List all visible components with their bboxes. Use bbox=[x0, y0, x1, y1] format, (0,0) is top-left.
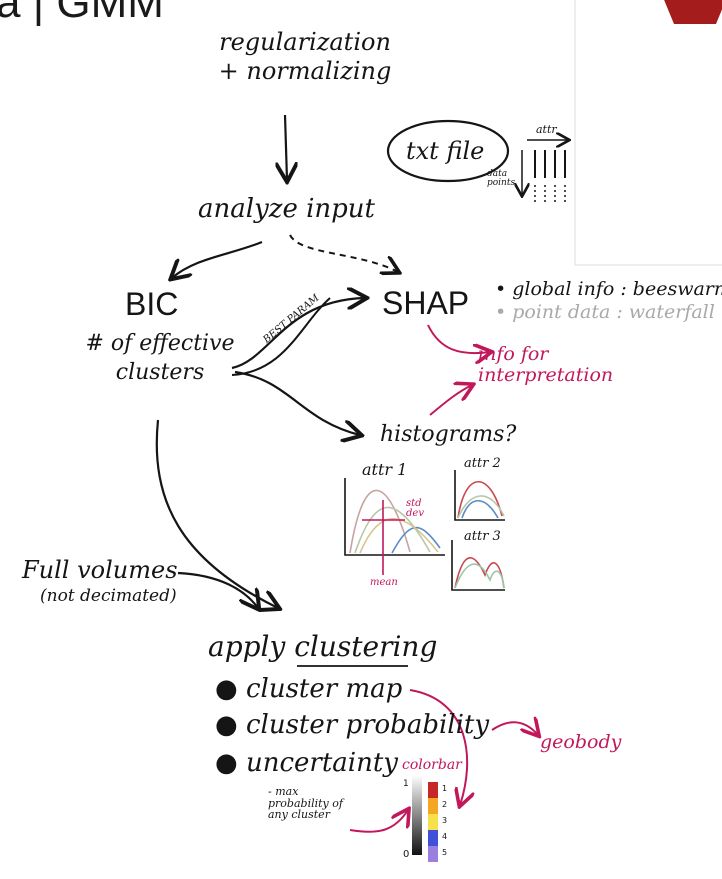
shap-point-info: • point data : waterfall bbox=[495, 301, 715, 323]
colorbar-tick-4: 4 bbox=[442, 832, 448, 841]
arrow-analyze-shap bbox=[289, 234, 398, 272]
colorbar-one-tick: 1 bbox=[403, 779, 409, 789]
txt-file-bubble bbox=[386, 119, 510, 183]
shap-label: SHAP bbox=[382, 285, 470, 321]
analyze-step: analyze input bbox=[198, 194, 375, 224]
attr1-label: attr 1 bbox=[362, 460, 408, 479]
attr3-label: attr 3 bbox=[464, 529, 501, 544]
colorbar-tick-5: 5 bbox=[442, 848, 448, 857]
colorbar-tick-2: 2 bbox=[442, 800, 448, 809]
colorbar-gray bbox=[412, 775, 422, 855]
output-cluster-map: ● cluster map bbox=[215, 674, 403, 704]
full-volumes-note: (not decimated) bbox=[40, 586, 177, 606]
std-dev-label: std dev bbox=[406, 498, 424, 519]
bic-description: # of effective clusters bbox=[85, 331, 235, 385]
input-attr-label: attr bbox=[536, 123, 557, 136]
preprocess-step: regularization + normalizing bbox=[218, 28, 392, 85]
bic-label: BIC bbox=[125, 286, 179, 322]
input-file-label: txt file bbox=[406, 137, 485, 165]
full-volumes-label: Full volumes bbox=[22, 556, 178, 584]
histogram-attr3 bbox=[451, 540, 505, 591]
histogram-attr2 bbox=[454, 470, 505, 521]
output-cluster-probability-text: cluster probability bbox=[245, 710, 490, 740]
geobody-note: geobody bbox=[540, 731, 622, 753]
output-cluster-map-text: cluster map bbox=[245, 674, 403, 704]
colorbar-zero-tick: 0 bbox=[403, 849, 410, 860]
matrix-icon bbox=[522, 140, 568, 205]
interpretation-note: info for interpretation bbox=[478, 343, 614, 386]
uncertainty-note: - max probability of any cluster bbox=[268, 785, 343, 822]
histograms-label: histograms? bbox=[380, 422, 517, 447]
colorbar-label: colorbar bbox=[402, 757, 462, 773]
colorbar-categorical bbox=[428, 782, 438, 862]
mean-label: mean bbox=[370, 577, 398, 588]
output-uncertainty: ● uncertainty bbox=[215, 748, 398, 778]
arrow-analyze-bic bbox=[172, 240, 263, 278]
histogram-attr1 bbox=[344, 478, 445, 575]
input-points-label: data points bbox=[487, 169, 516, 188]
shap-global-info: • global info : beeswarm bbox=[495, 278, 722, 300]
slide-title: a | GMM bbox=[0, 0, 164, 27]
output-uncertainty-text: uncertainty bbox=[245, 748, 398, 778]
arrow-preprocess-analyze bbox=[285, 114, 287, 180]
colorbar-tick-1: 1 bbox=[442, 784, 448, 793]
apply-clustering-label: apply clustering bbox=[208, 630, 438, 663]
colorbar-tick-3: 3 bbox=[442, 816, 448, 825]
logo-icon bbox=[664, 0, 722, 24]
output-cluster-probability: ● cluster probability bbox=[215, 710, 490, 740]
attr2-label: attr 2 bbox=[464, 456, 501, 471]
